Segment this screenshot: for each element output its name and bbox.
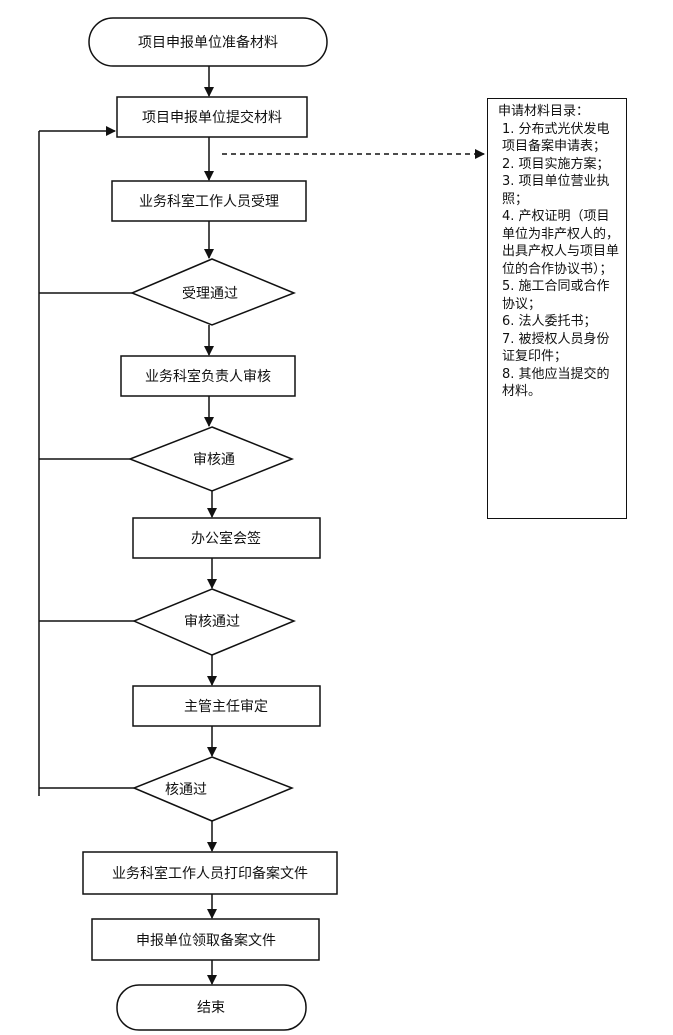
collect-label: 申报单位领取备案文件: [136, 932, 276, 949]
end-label: 结束: [197, 1000, 225, 1016]
materials-item: 2. 项目实施方案；: [502, 156, 610, 172]
start-label: 项目申报单位准备材料: [138, 34, 278, 51]
start-terminator: [88, 17, 328, 67]
head-review-process: [120, 355, 296, 397]
print-label: 业务科室工作人员打印备案文件: [112, 865, 308, 882]
countersign-label: 办公室会签: [191, 530, 261, 547]
materials-item: 8. 其他应当提交的材料。: [502, 366, 610, 400]
submit-label: 项目申报单位提交材料: [142, 109, 282, 126]
materials-item: 4. 产权证明（项目单位为非产权人的，出具产权人与项目单位的合作协议书）；: [502, 209, 620, 277]
head-review-label: 业务科室负责人审核: [145, 368, 271, 385]
materials-title: 申请材料目录：: [498, 104, 590, 119]
submit-process: [116, 96, 308, 138]
materials-item: 3. 项目单位营业执照；: [502, 174, 610, 207]
decision-accept-label: 受理通过: [182, 286, 238, 302]
materials-item: 5. 施工合同或合作协议；: [502, 279, 610, 312]
decision-countersign-label: 审核通过: [184, 614, 240, 630]
decision-final: [132, 756, 295, 822]
print-process: [82, 851, 338, 895]
decision-review-label: 审核通: [193, 452, 235, 468]
accept-label: 业务科室工作人员受理: [139, 193, 279, 210]
countersign-process: [132, 517, 321, 559]
materials-item: 6. 法人委托书；: [502, 314, 597, 329]
materials-item: 7. 被授权人员身份证复印件；: [502, 331, 610, 365]
materials-list-box: 申请材料目录： 1. 分布式光伏发电项目备案申请表； 2. 项目实施方案； 3.…: [487, 98, 627, 519]
director-approve-label: 主管主任审定: [184, 699, 268, 715]
decision-accept: [130, 258, 297, 326]
collect-process: [91, 918, 320, 961]
decision-final-label: 核通过: [165, 782, 207, 798]
materials-item: 1. 分布式光伏发电项目备案申请表；: [502, 121, 610, 155]
end-terminator: [116, 984, 307, 1031]
director-approve-process: [132, 685, 321, 727]
